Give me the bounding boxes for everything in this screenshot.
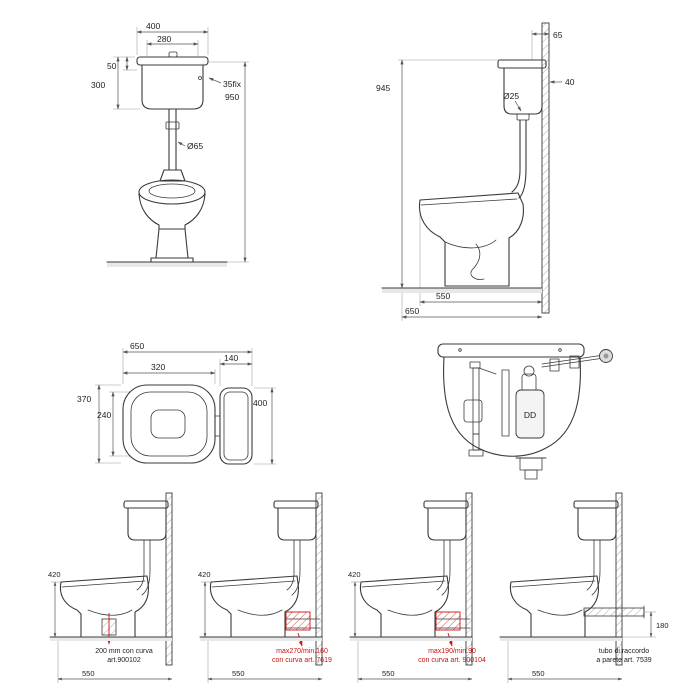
valve-label: DD [524,410,536,420]
wall [465,492,473,666]
dim-label-plan-320: 320 [151,362,165,372]
dim-label-plan-140: 140 [224,353,238,363]
cistern [423,500,469,541]
fill-valve [463,361,497,435]
curva-fitting [285,611,311,631]
install-note-line1: max190/min.90 [428,648,476,655]
toilet-plan [122,384,221,464]
dim-label-front-950: 950 [225,92,239,102]
install-view-curva-900104: 420 550 max190/min.90 con curva art. 900… [348,492,486,683]
dim-label-plan-240: 240 [97,410,111,420]
front-view: 400 280 50 300 35fix 950 Ø65 [91,21,249,267]
plan-view-extension-lines [95,348,276,465]
front-view-extension-lines [113,27,249,263]
install-note-line2: con curva art. 7619 [272,657,332,664]
install-note-line1: 200 mm con curva [95,648,153,655]
floor [499,636,623,641]
flush-lever-rod [541,349,613,372]
dim-label-front-400: 400 [146,21,160,31]
dim-label-side-40: 40 [565,77,575,87]
supply-fitting [468,433,484,457]
dim-label-outlet-180: 180 [656,621,669,630]
dim-label-depth-550: 550 [232,669,245,678]
install-note-line2: a parete art. 7539 [596,657,651,664]
wall [315,492,323,666]
flush-valve-bottle: DD [515,365,545,439]
dim-label-front-d65: Ø65 [187,141,203,151]
dim-label-side-945: 945 [376,83,390,93]
dim-label-plan-400: 400 [253,398,267,408]
dim-label-height-420: 420 [198,570,211,579]
wall [615,492,623,666]
cistern [573,500,619,541]
cistern-mechanism-view: DD [437,343,613,480]
overflow-tube [501,369,510,437]
dim-label-depth-550: 550 [532,669,545,678]
flush-pipe-side [511,119,527,199]
dim-label-front-35fix: 35fix [223,79,242,89]
install-note-line2: art.900102 [107,657,141,664]
dim-label-height-420: 420 [48,570,61,579]
dim-label-plan-650: 650 [130,341,144,351]
dim-label-front-280: 280 [157,34,171,44]
side-view: 65 945 40 Ø25 550 650 [376,22,575,321]
lever-knob-center [603,353,609,359]
wall-side [541,22,550,314]
dim-label-side-d25: Ø25 [503,91,519,101]
plan-view-dimension-lines [97,350,274,465]
install-note-line1: tubo di raccordo [599,648,649,655]
install-view-wall-pipe-7539: 180 550 tubo di raccordo a parete art. 7… [499,492,669,683]
toilet-bowl-side [418,192,524,287]
floor [349,636,473,641]
dim-label-side-550: 550 [436,291,450,301]
toilet-bowl-front [138,179,206,263]
dim-label-height-420: 420 [348,570,361,579]
floor-front [106,261,228,267]
cistern [123,500,169,541]
outlet-fitting [515,457,547,480]
cistern-side [497,59,547,121]
dim-label-depth-550: 550 [82,669,95,678]
dim-label-front-50: 50 [107,61,117,71]
install-view-curva-7619: 420 550 max270/min.160 con curva art. 76… [198,492,332,683]
front-view-dimension-lines [116,30,247,263]
cistern-shell [437,343,585,457]
wall [165,492,173,666]
dim-label-front-300: 300 [91,80,105,90]
flush-pipe-front [159,108,186,182]
toilet-bowl [509,575,599,638]
cistern [273,500,319,541]
cistern-front [136,51,209,110]
floor [49,636,173,641]
plan-view: 650 140 320 370 240 400 [77,341,276,465]
dim-label-side-650: 650 [405,306,419,316]
install-note-line1: max270/min.160 [276,648,328,655]
floor-side [381,287,543,293]
dim-label-plan-370: 370 [77,394,91,404]
dim-label-depth-550: 550 [382,669,395,678]
curva-fitting [435,611,461,631]
floor [199,636,323,641]
dim-label-side-65: 65 [553,30,563,40]
install-note-line2: con curva art. 900104 [418,657,486,664]
install-view-floor-outlet: 420 550 200 mm con curva art.900102 [48,492,173,683]
side-view-dimension-lines [400,32,562,319]
wall-connection-pipe [583,605,645,619]
cistern-plan [219,387,253,465]
